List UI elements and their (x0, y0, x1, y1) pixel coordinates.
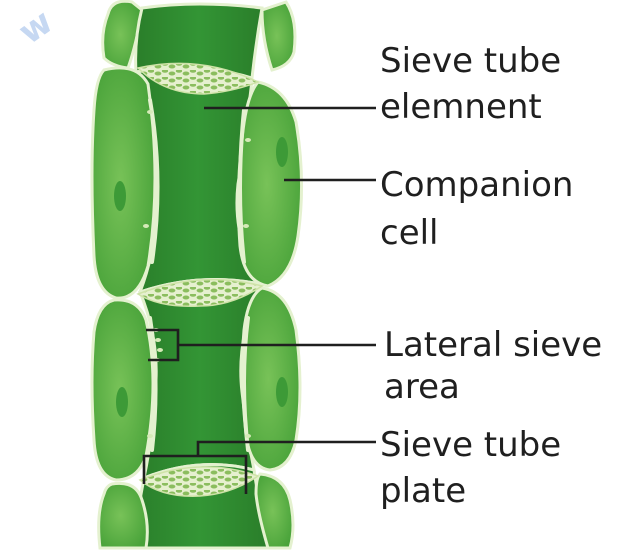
watermark-letter: w (11, 2, 60, 53)
label-sieve-tube-plate: Sieve tube plate (380, 425, 572, 511)
label-companion-cell: Companion cell (380, 165, 584, 253)
nucleus-icon (114, 181, 126, 211)
label-lateral-sieve-area: Lateral sieve area (384, 325, 613, 407)
label-sieve-tube-element: Sieve tube elemnent (380, 41, 572, 127)
